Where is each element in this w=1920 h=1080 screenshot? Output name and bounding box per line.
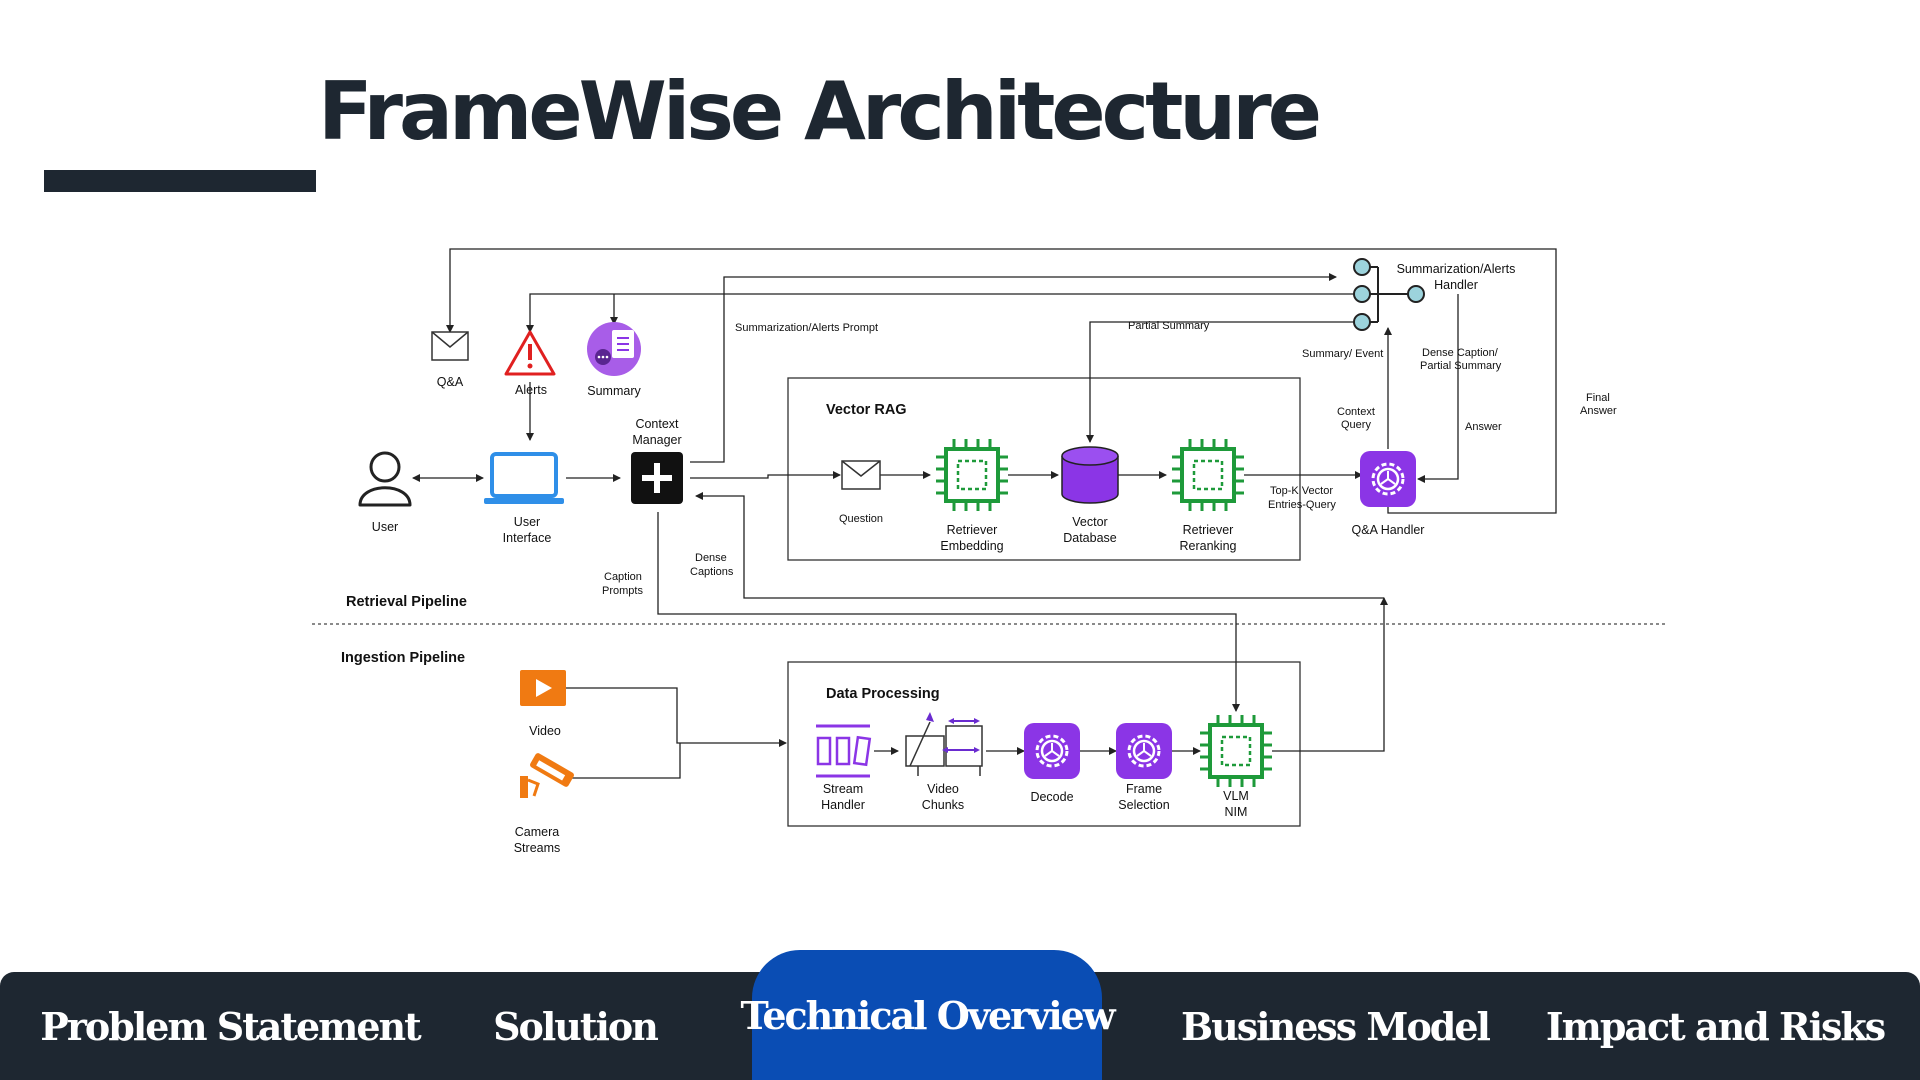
edge-label-dense-partial-2: Partial Summary [1420,360,1502,372]
question-label: Question [839,513,883,525]
camera-streams-label-2: Streams [514,841,561,855]
edge-label-dense-captions-1: Dense [695,552,727,564]
connectors [412,248,1557,779]
frame-selection-label-2: Selection [1118,798,1169,812]
retriever-embedding-label-2: Embedding [940,539,1003,553]
vector-rag-label: Vector RAG [826,402,907,418]
edge-label-answer: Answer [1465,421,1502,433]
retriever-reranking-chip-icon [1170,437,1246,513]
final-answer-line [446,248,1557,493]
ingestion-pipeline-label: Ingestion Pipeline [341,650,465,666]
summary-label: Summary [587,384,641,398]
edge-label-topk-1: Top-K Vector [1270,485,1333,497]
stream-handler-label-2: Handler [821,798,865,812]
edge-label-context-query-2: Query [1341,419,1371,431]
stream-handler-icon [816,724,872,778]
retriever-embedding-label-1: Retriever [947,523,998,537]
nav-tab-problem-statement[interactable]: Problem Statement [40,1003,421,1049]
qa-handler-label: Q&A Handler [1352,523,1425,537]
vector-database-label-2: Database [1063,531,1117,545]
vlm-nim-label-2: NIM [1225,805,1248,819]
decode-gear-icon [1022,721,1082,781]
section-nav-bar: Problem Statement Solution Technical Ove… [0,950,1920,1080]
alert-triangle-icon [504,330,556,376]
stream-handler-label-1: Stream [823,782,863,796]
plus-icon [631,452,683,504]
retriever-reranking-label-1: Retriever [1183,523,1234,537]
vector-rag-box [787,377,1301,561]
context-manager-label-2: Manager [632,433,681,447]
video-chunks-label-1: Video [927,782,959,796]
summarization-handler-label-2: Handler [1434,278,1478,292]
qa-label: Q&A [437,375,464,389]
qa-handler-gear-icon [1358,449,1418,509]
summarization-handler-label-1: Summarization/Alerts [1397,262,1516,276]
nav-tab-business-model[interactable]: Business Model [1181,1003,1491,1049]
edge-label-final-2: Answer [1580,405,1617,417]
edge-label-dense-partial-1: Dense Caption/ [1422,347,1499,359]
security-camera-icon [520,753,574,798]
summary-document-icon [587,322,641,376]
decode-label: Decode [1030,790,1073,804]
retrieval-pipeline-label: Retrieval Pipeline [346,594,467,610]
user-label: User [372,520,398,534]
retriever-embedding-chip-icon [934,437,1010,513]
edge-label-topk-2: Entries-Query [1268,499,1336,511]
video-chunks-icon [905,712,983,776]
nav-tab-solution[interactable]: Solution [493,1003,659,1049]
architecture-diagram: Retrieval Pipeline Ingestion Pipeline Ve… [312,248,1668,855]
video-label: Video [529,724,561,738]
user-icon [358,451,412,507]
qa-mail-icon [431,331,469,361]
nav-tab-technical-overview[interactable]: Technical Overview [740,950,1116,1080]
frame-selection-gear-icon [1114,721,1174,781]
video-chunks-label-2: Chunks [922,798,964,812]
edge-label-context-query-1: Context [1337,406,1375,418]
edge-label-caption-prompts-1: Caption [604,571,642,583]
edge-label-sum-prompt: Summarization/Alerts Prompt [735,322,878,334]
database-cylinder-icon [1061,446,1119,504]
question-mail-icon [841,460,881,490]
laptop-icon [484,452,564,504]
context-manager-label-1: Context [635,417,679,431]
data-processing-box [787,661,1301,827]
frame-selection-label-1: Frame [1126,782,1162,796]
camera-streams-label-1: Camera [515,825,560,839]
user-interface-label-2: Interface [503,531,552,545]
user-interface-label-1: User [514,515,540,529]
retriever-reranking-label-2: Reranking [1180,539,1237,553]
vector-database-label-1: Vector [1072,515,1107,529]
alerts-label: Alerts [515,383,547,397]
video-play-icon [520,670,566,706]
summarization-handler-hub-icon [1353,258,1425,331]
edge-label-caption-prompts-2: Prompts [602,585,643,597]
data-processing-label: Data Processing [826,686,940,702]
page-title: FrameWise Architecture [318,65,1322,158]
nav-tab-impact-and-risks[interactable]: Impact and Risks [1545,1003,1886,1049]
edge-label-dense-captions-2: Captions [690,566,734,578]
edge-label-partial-summary: Partial Summary [1128,320,1210,332]
title-underline-bar [44,170,316,192]
edge-label-final-1: Final [1586,392,1610,404]
edge-label-summary-event: Summary/ Event [1302,348,1383,360]
vlm-nim-chip-icon [1198,713,1274,789]
vlm-nim-label-1: VLM [1223,789,1249,803]
